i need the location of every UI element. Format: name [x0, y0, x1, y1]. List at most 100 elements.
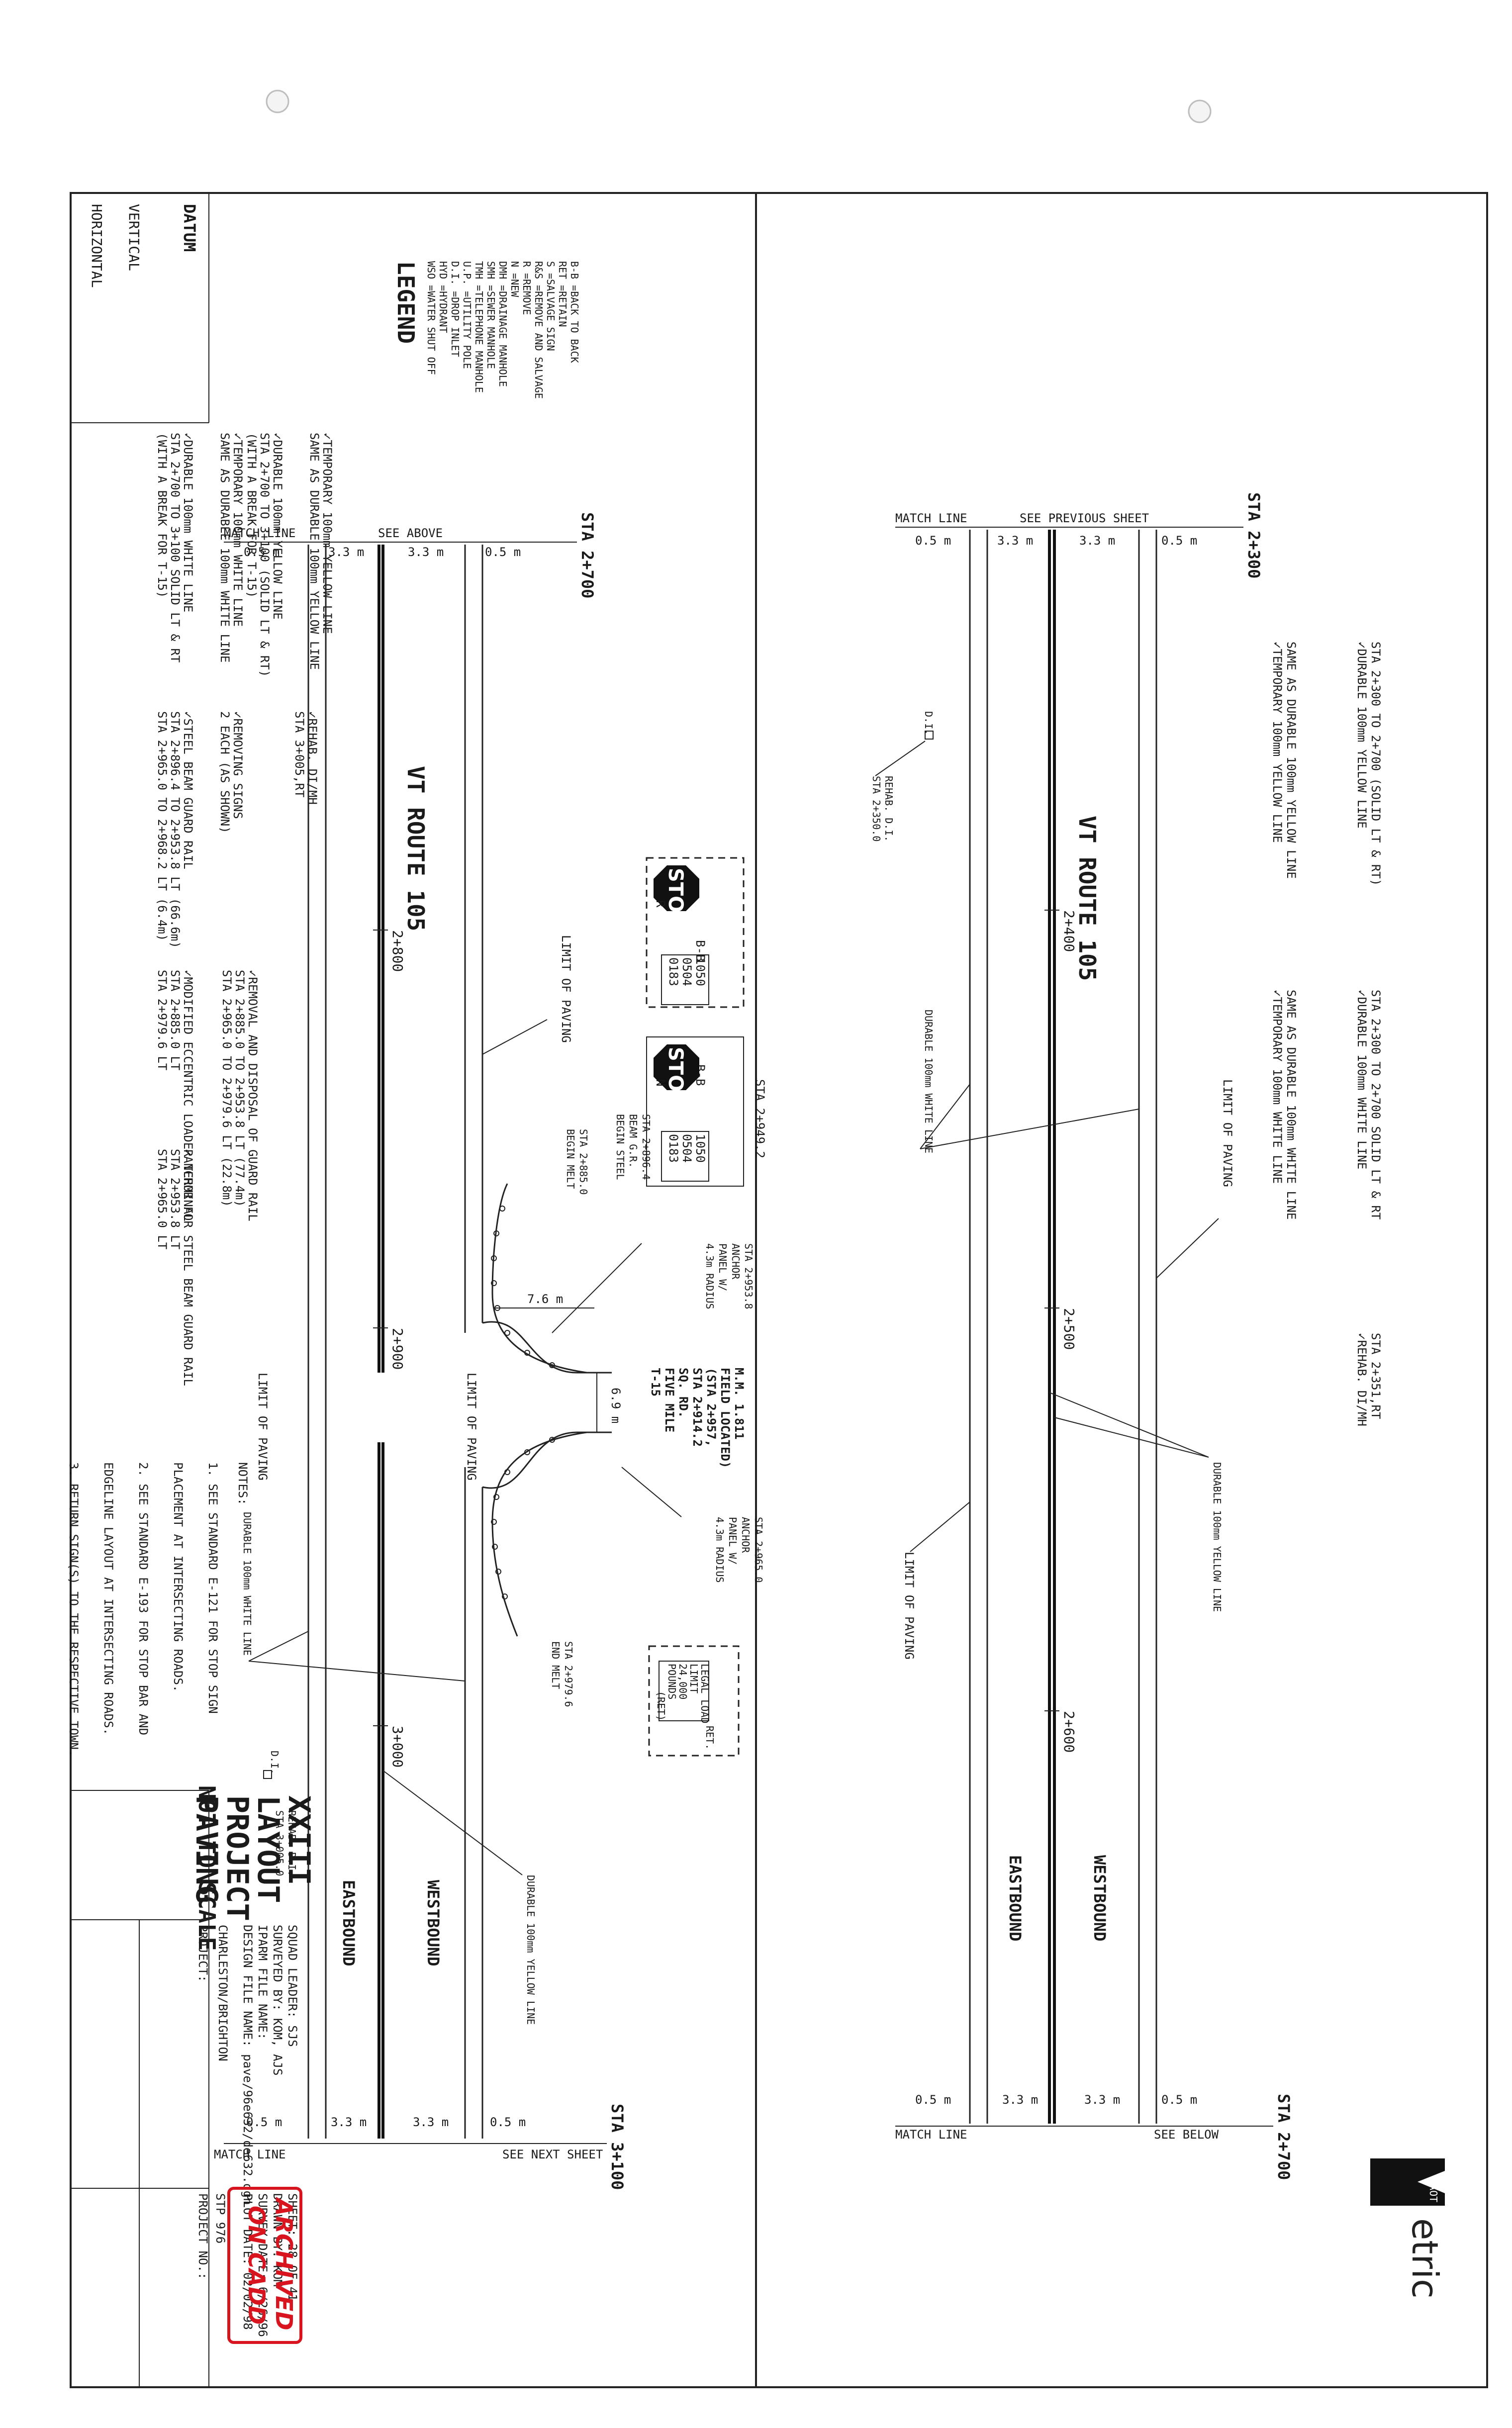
end-melt-line-0: END MELT: [550, 1641, 562, 1689]
legend-item: D.I. =DROP INLET: [449, 261, 461, 357]
stop-r-mark: R: [654, 900, 667, 908]
lower-note-title: ✓DURABLE 100mm YELLOW LINE: [271, 433, 284, 620]
upper-match-label-bottom: MATCH LINE: [895, 2128, 967, 2142]
upper-limit-paving: LIMIT OF PAVING: [1221, 1079, 1234, 1187]
logo-brand: etric: [1404, 2218, 1446, 2299]
general-note: PLACEMENT AT INTERSECTING ROADS.: [171, 1462, 185, 1692]
upper-note-line: STA 2+351,RT: [1369, 1333, 1383, 1419]
upper-dim-3: 3.3 m: [1079, 534, 1115, 548]
leader-yellow: [382, 1770, 523, 1875]
dim-6-9: 6.9 m: [609, 1388, 623, 1423]
tb-sheet: SHEET: 28 OF 41: [285, 2193, 299, 2301]
lower-see-above: SEE ABOVE: [378, 526, 443, 540]
upper-leader-limit-2: [910, 1501, 970, 1552]
legend-title: LEGEND: [392, 261, 419, 344]
upper-dim-2: 3.3 m: [997, 534, 1033, 548]
stop-sign-r-text: STOP: [664, 868, 687, 927]
dim-7-6: 7.6 m: [527, 1292, 563, 1306]
leader-radius-1: [552, 1243, 642, 1333]
sheet-frame: [70, 192, 1488, 2388]
begin-melt-line-0: BEGIN MELT: [565, 1129, 576, 1189]
guardrail-post: [495, 1569, 501, 1575]
upper-leader-yellow-2: [1054, 1417, 1209, 1458]
legal-load-3: 24,000: [677, 1664, 689, 1699]
begin-melt-line-1: STA 2+885.0: [577, 1129, 589, 1195]
tb-title-line: PAVING: [189, 1795, 224, 1903]
lower-limit-paving: LIMIT OF PAVING: [559, 935, 573, 1043]
upper-note-title: ✓DURABLE 100mm YELLOW LINE: [1355, 642, 1369, 829]
radius-2-line-3: STA 2+965.0: [753, 1517, 764, 1583]
lower-note-line: STA 2+885.0 LT: [168, 970, 182, 1070]
guardrail-post: [491, 1255, 497, 1261]
guardrail-post: [493, 1494, 499, 1500]
tb-title-line: LAYOUT: [251, 1795, 285, 1903]
upper-leader-yellow-1: [1049, 1392, 1209, 1458]
legend-item: B-B =BACK TO BACK: [568, 261, 580, 363]
tb-design-file: DESIGN FILE NAME: pave/96e632/de632.dgn: [241, 1925, 255, 2205]
lower-dim-4b: 0.5 m: [490, 2115, 526, 2129]
upper-note-line: STA 2+300 TO 2+700 SOLID LT & RT: [1369, 990, 1383, 1219]
lower-note-line: STA 2+896.4 TO 2+953.8 LT (66.6m): [168, 711, 182, 948]
tb-title-line: XXIII: [282, 1795, 316, 1885]
t15-line-5: FIELD LOCATED): [718, 1368, 732, 1468]
upper-durable-yellow: DURABLE 100mm YELLOW LINE: [1211, 1462, 1223, 1612]
tb-surveyed: SURVEYED BY: KOM, AJS: [271, 1925, 284, 2075]
upper-sta-end: STA 2+700: [1274, 2094, 1293, 2180]
lower-note-title: ✓REHAB. DI/MH: [305, 711, 319, 805]
datum-vertical: VERTICAL: [126, 204, 142, 271]
upper-note-title: ✓TEMPORARY 100mm YELLOW LINE: [1270, 642, 1284, 843]
lower-note-title: ✓REMOVING SIGNS: [231, 711, 245, 819]
lower-note-line: (WITH A BREAK FOR T-15): [155, 433, 169, 598]
lower-dim-1b: 0.5 m: [246, 2115, 282, 2129]
lower-note-title: ✓STEEL BEAM GUARD RAIL: [181, 711, 195, 869]
upper-dim-1: 0.5 m: [915, 534, 951, 548]
sign-bb-r: B-B: [693, 940, 707, 961]
radius-2-line-0: 4.3m RADIUS: [714, 1517, 726, 1583]
general-notes-title: NOTES:: [236, 1462, 250, 1505]
plate-r-2: 0504: [680, 957, 694, 986]
legend-item: U.P. =UTILITY POLE: [461, 261, 473, 369]
metric-logo-m-notch: [1418, 2171, 1445, 2193]
guardrail-post: [524, 1350, 530, 1356]
lower-note-title: ✓REMOVAL AND DISPOSAL OF GUARD RAIL: [246, 970, 260, 1221]
upper-limit-paving-2: LIMIT OF PAVING: [902, 1552, 916, 1660]
legal-load-sign: [659, 1661, 709, 1721]
lower-station-3: 3+000: [389, 1726, 406, 1768]
tb-project-no-label: PROJECT NO.:: [196, 2193, 210, 2279]
upper-dim-4b: 0.5 m: [1161, 2093, 1197, 2107]
begin-steel-line-2: STA 2+896.4: [640, 1114, 652, 1180]
guardrail-post: [492, 1544, 498, 1550]
guardrail-post: [504, 1330, 510, 1336]
upper-note-title: ✓DURABLE 100mm WHITE LINE: [1355, 990, 1369, 1169]
lower-plan: STA 2+700 STA 3+100 MATCH LINE SEE ABOVE…: [193, 512, 767, 2190]
upper-match-label-top: MATCH LINE: [895, 511, 967, 525]
punch-hole-right: [1188, 99, 1212, 123]
upper-station-1: 2+400: [1061, 910, 1077, 952]
guardrail-post: [499, 1206, 505, 1212]
upper-note-title: ✓TEMPORARY 100mm WHITE LINE: [1270, 990, 1284, 1184]
general-note: 3. RETURN SIGN(S) TO THE RESPECTIVE TOWN…: [67, 1462, 81, 1757]
lower-westbound: WESTBOUND: [424, 1880, 443, 1966]
stop-n-mark: N: [654, 1079, 667, 1086]
tb-drawn-by: DRAWN BY: KOM: [271, 2193, 284, 2287]
upper-dim-4: 0.5 m: [1161, 534, 1197, 548]
legend-item: R&S =REMOVE AND SALVAGE: [533, 261, 545, 399]
upper-leader-white-2: [920, 1109, 1139, 1149]
general-note: EDGELINE LAYOUT AT INTERSECTING ROADS.: [101, 1462, 115, 1735]
legend-item: RET =RETAIN: [557, 261, 568, 327]
legend-item: TMH =TELEPHONE MANHOLE: [473, 261, 485, 393]
leader-limit-paving: [482, 1019, 548, 1055]
stop-sign-n-text: STOP: [664, 1047, 687, 1106]
t15-line-2: SQ. RD.: [676, 1368, 690, 1418]
radius-1-line-1: PANEL W/: [717, 1243, 729, 1291]
lower-note-title: ✓MODIFIED ECCENTRIC LOADER TERMINAL: [181, 970, 195, 1221]
plate-n-2: 0504: [680, 1134, 694, 1163]
upper-rehab: REHAB. D.I.: [883, 776, 895, 841]
radius-1-line-0: 4.3m RADIUS: [704, 1243, 716, 1309]
lower-station-1: 2+800: [389, 930, 406, 972]
